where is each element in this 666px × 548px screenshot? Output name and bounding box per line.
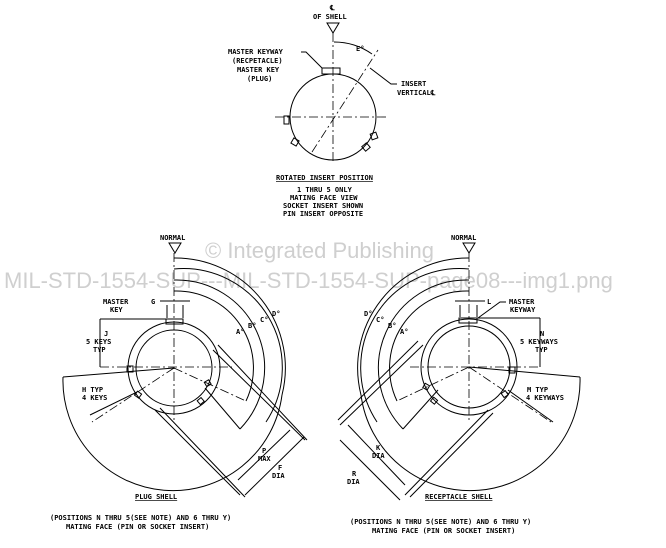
receptacle-shell-title: RECEPTACLE SHELL bbox=[425, 493, 492, 501]
plug-shell-view: NORMAL MASTER KEY G J 5 K bbox=[50, 234, 308, 531]
keyway-label-2: (RECPETACLE) bbox=[232, 57, 283, 65]
dim-p-label: P bbox=[262, 447, 266, 455]
master-keyway-label-1: MASTER bbox=[509, 298, 535, 306]
top-note-2: MATING FACE VIEW bbox=[290, 194, 358, 202]
dim-g-label: G bbox=[151, 298, 155, 306]
receptacle-note-1: (POSITIONS N THRU 5(SEE NOTE) AND 6 THRU… bbox=[350, 518, 531, 526]
receptacle-shell-view: NORMAL L MASTER KEYWAY N bbox=[337, 234, 581, 535]
dim-r-label: R bbox=[352, 470, 357, 478]
rotated-insert-title: ROTATED INSERT POSITION bbox=[276, 174, 373, 182]
datum-triangle-icon bbox=[462, 242, 476, 254]
dim-m-label: M TYP bbox=[527, 386, 548, 394]
dim-h-label-2: 4 KEYS bbox=[82, 394, 107, 402]
dim-j-label-2: 5 KEYS bbox=[86, 338, 111, 346]
keyway-label-4: (PLUG) bbox=[247, 75, 272, 83]
arc-c-label: C° bbox=[376, 316, 384, 324]
insert-label-1: INSERT bbox=[401, 80, 426, 88]
dim-n-label-3: TYP bbox=[535, 346, 548, 354]
of-shell-label: OF SHELL bbox=[313, 13, 347, 21]
dim-l-label: L bbox=[487, 298, 491, 306]
dim-r-label-2: DIA bbox=[347, 478, 360, 486]
dim-n-label: N bbox=[540, 330, 544, 338]
dim-p-label-2: MAX bbox=[258, 455, 271, 463]
dim-h-label: H TYP bbox=[82, 386, 103, 394]
dim-k-label-2: DIA bbox=[372, 452, 385, 460]
plug-shell-title: PLUG SHELL bbox=[135, 493, 177, 501]
watermark-line2: MIL-STD-1554-SUP---MIL-STD-1554-SUP-page… bbox=[4, 268, 613, 293]
dim-k-label: K bbox=[376, 444, 381, 452]
plug-note-2: MATING FACE (PIN OR SOCKET INSERT) bbox=[66, 523, 209, 531]
keyway-label-3: MASTER KEY bbox=[237, 66, 280, 74]
arc-d-label: D° bbox=[364, 310, 372, 318]
rotated-insert-view: ℄ OF SHELL E° MASTER KEYWAY (RECPETACLE)… bbox=[228, 4, 436, 218]
top-note-3: SOCKET INSERT SHOWN bbox=[283, 202, 363, 210]
normal-label: NORMAL bbox=[160, 234, 185, 242]
angle-e-label: E° bbox=[356, 45, 364, 53]
receptacle-note-2: MATING FACE (PIN OR SOCKET INSERT) bbox=[372, 527, 515, 535]
dim-f-label-2: DIA bbox=[272, 472, 285, 480]
arc-b-label: B° bbox=[248, 322, 256, 330]
datum-triangle-icon bbox=[326, 22, 340, 34]
dim-j-label: J bbox=[104, 330, 108, 338]
master-key-label-1: MASTER bbox=[103, 298, 129, 306]
plug-note-1: (POSITIONS N THRU 5(SEE NOTE) AND 6 THRU… bbox=[50, 514, 231, 522]
arc-a-label: A° bbox=[236, 328, 244, 336]
top-note-1: 1 THRU 5 ONLY bbox=[297, 186, 353, 194]
top-note-4: PIN INSERT OPPOSITE bbox=[283, 210, 363, 218]
arc-c-label: C° bbox=[260, 316, 268, 324]
dim-j-label-3: TYP bbox=[93, 346, 106, 354]
datum-triangle-icon bbox=[168, 242, 182, 254]
arc-a-label: A° bbox=[400, 328, 408, 336]
normal-label: NORMAL bbox=[451, 234, 476, 242]
arc-d-label: D° bbox=[272, 310, 280, 318]
arc-b-label: B° bbox=[388, 322, 396, 330]
master-keyway-label-2: KEYWAY bbox=[510, 306, 536, 314]
insert-label-2: VERTICAL℄ bbox=[397, 89, 436, 97]
dim-f-label: F bbox=[278, 464, 282, 472]
keyway-label-1: MASTER KEYWAY bbox=[228, 48, 284, 56]
master-key-label-2: KEY bbox=[110, 306, 123, 314]
centerline-symbol: ℄ bbox=[329, 4, 335, 12]
dim-n-label-2: 5 KEYWAYS bbox=[520, 338, 558, 346]
watermark-line1: © Integrated Publishing bbox=[205, 238, 434, 263]
dim-m-label-2: 4 KEYWAYS bbox=[526, 394, 564, 402]
